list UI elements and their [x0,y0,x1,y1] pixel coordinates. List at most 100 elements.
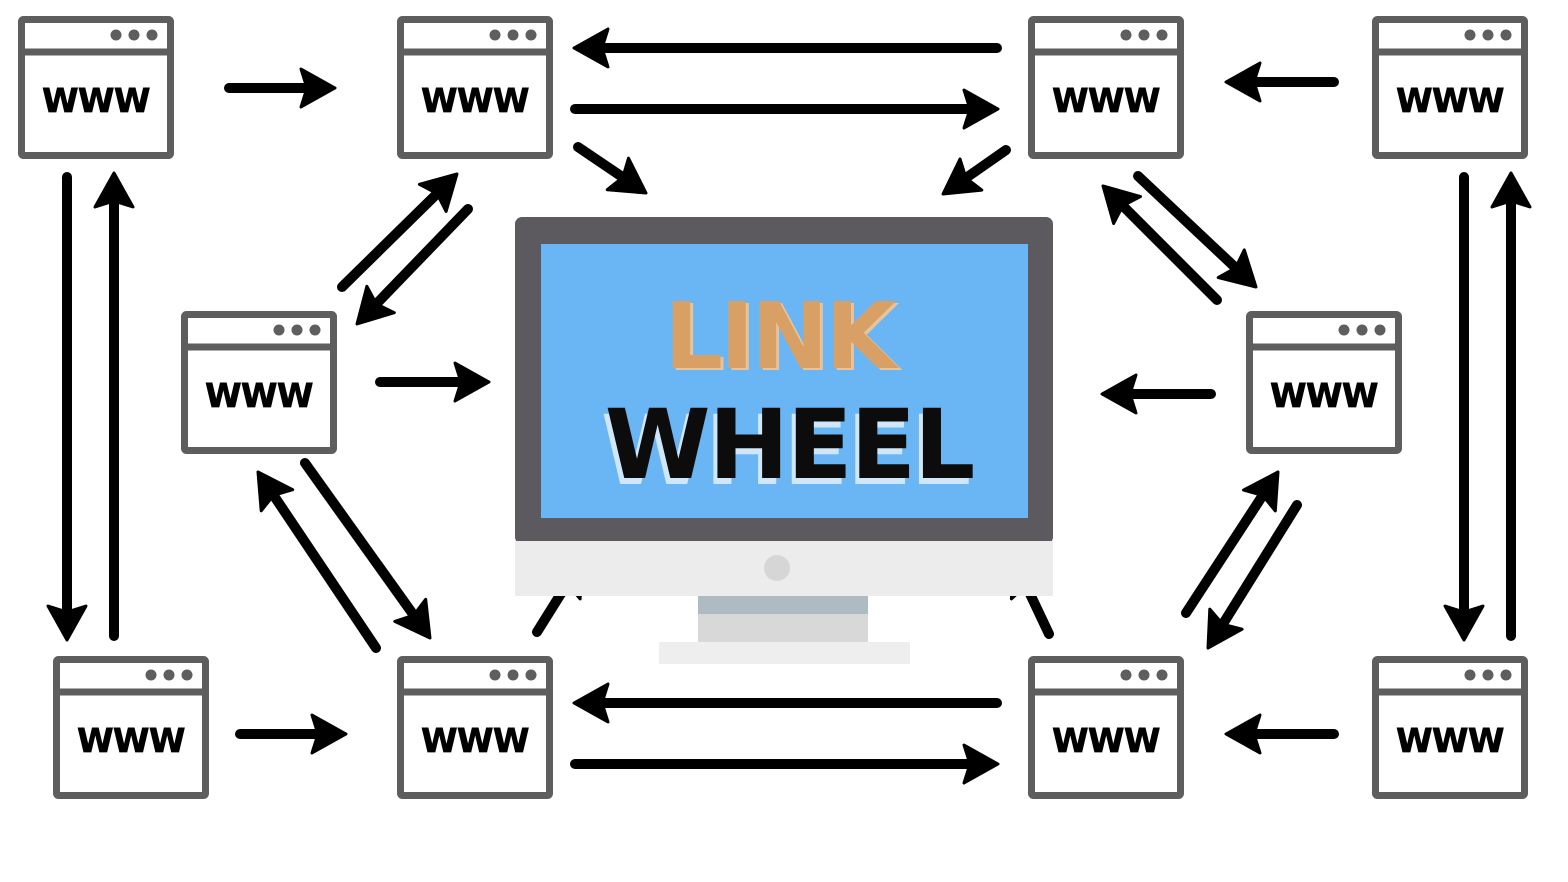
arrow-shaft [300,458,418,619]
site-middle-right: WWW [1246,311,1402,454]
arrowhead-icon [1224,61,1262,103]
window-dot-icon [1464,29,1476,41]
window-dot-icon [1500,29,1512,41]
arrowhead-icon [1443,604,1485,642]
site-bottom-inner-left: WWW [397,656,553,799]
arrowhead-icon [605,156,648,195]
arrowhead-icon [93,171,135,209]
window-dot-icon [128,29,140,41]
window-dot-icon [525,669,537,681]
window-dot-icon [1464,669,1476,681]
link-arrow [941,145,1011,196]
window-dot-icon [525,29,537,41]
power-button-icon [764,555,790,581]
link-arrow [1181,470,1280,618]
link-arrow [1443,172,1485,642]
link-arrow [93,171,135,641]
arrowhead-icon [355,284,396,326]
arrowhead-icon [46,604,88,642]
site-url-label: WWW [77,721,185,760]
link-arrow [572,682,1002,724]
window-dot-icon [1156,669,1168,681]
site-bottom-right: WWW [1372,656,1528,799]
link-arrow [1133,171,1258,289]
arrowhead-icon [962,743,1000,785]
link-arrow [1101,184,1222,305]
window-dot-icon [291,324,303,336]
link-arrow [235,713,348,755]
window-dot-icon [489,669,501,681]
window-dot-icon [146,29,158,41]
monitor-base [659,642,910,664]
link-arrow [375,361,491,403]
link-arrow [256,470,381,653]
arrow-shaft [573,142,627,182]
monitor-screen [541,244,1028,518]
window-dot-icon [309,324,321,336]
link-arrow [337,172,459,292]
arrowhead-icon [1206,607,1244,650]
site-top-left: WWW [18,16,174,159]
arrowhead-icon [453,361,491,403]
window-dot-icon [145,669,157,681]
site-middle-left: WWW [181,311,337,454]
site-url-label: WWW [42,81,150,120]
site-url-label: WWW [1270,376,1378,415]
window-dot-icon [1138,29,1150,41]
link-arrow [1490,171,1532,641]
arrowhead-icon [1100,373,1138,415]
site-top-inner-left: WWW [397,16,553,159]
arrow-shaft [1181,492,1267,618]
monitor-stand [698,614,868,642]
link-arrow [573,142,648,195]
window-dot-icon [1120,669,1132,681]
link-arrow [224,67,337,109]
link-arrow [355,204,473,326]
window-dot-icon [489,29,501,41]
arrowhead-icon [572,27,610,69]
window-dot-icon [273,324,285,336]
site-bottom-left: WWW [53,656,209,799]
site-url-label: WWW [1052,81,1160,120]
title-wheel-shadow: WHEEL [601,395,970,507]
link-arrow [46,172,88,642]
arrowhead-icon [941,157,984,196]
arrows-layer [46,27,1532,785]
arrowhead-icon [962,88,1000,130]
title-wheel: WHEEL [605,389,974,501]
window-dot-icon [1338,324,1350,336]
window-dot-icon [507,29,519,41]
title-link-shadow: LINK [667,285,903,392]
site-url-label: WWW [205,376,313,415]
sites-layer: WWW WWW WWW WWW WWW WWW WWW WWW WWW WWW [18,16,1528,799]
link-arrow [300,458,432,640]
monitor-neck [698,596,868,614]
link-arrow [570,743,1000,785]
arrowhead-icon [1216,248,1258,289]
arrow-shaft [337,190,441,292]
arrowhead-icon [1101,184,1142,225]
window-dot-icon [163,669,175,681]
arrow-shaft [962,145,1011,182]
site-top-right: WWW [1372,16,1528,159]
link-arrow [1224,713,1339,755]
window-dot-icon [1482,669,1494,681]
window-dot-icon [110,29,122,41]
window-dot-icon [1156,29,1168,41]
arrowhead-icon [1224,713,1262,755]
window-dot-icon [507,669,519,681]
window-dot-icon [181,669,193,681]
arrow-shaft [1133,171,1240,272]
arrow-shaft [1218,500,1302,628]
site-top-inner-right: WWW [1028,16,1184,159]
title-link: LINK [664,283,900,390]
link-arrow [572,27,1002,69]
site-url-label: WWW [1052,721,1160,760]
arrowhead-icon [572,682,610,724]
arrowhead-icon [393,597,432,640]
arrow-shaft [1119,202,1222,305]
window-dot-icon [1138,669,1150,681]
window-dot-icon [1374,324,1386,336]
site-bottom-inner-right: WWW [1028,656,1184,799]
